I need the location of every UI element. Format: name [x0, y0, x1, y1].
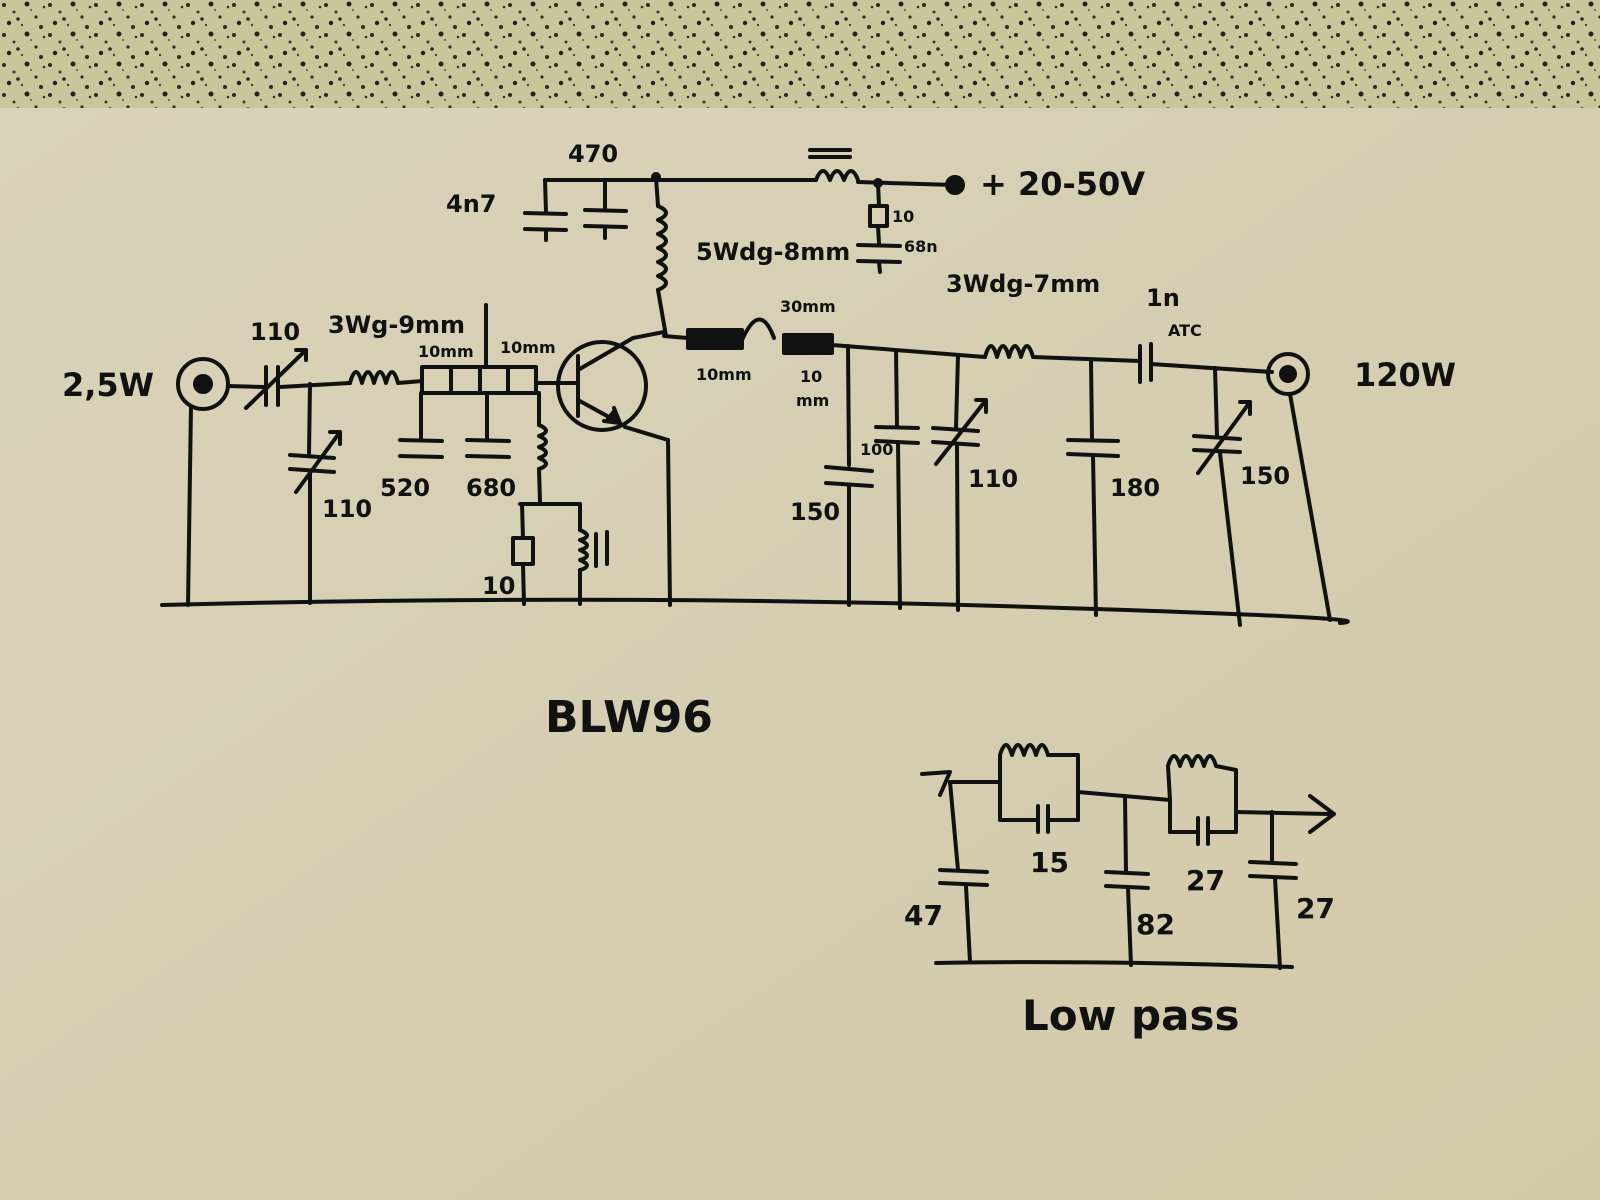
- capacitor-150: [824, 344, 874, 607]
- transistor-label: BLW96: [545, 692, 713, 743]
- input-connector: [176, 357, 230, 607]
- label-output-coil: 3Wdg-7mm: [946, 270, 1100, 298]
- label-dc-block-type: ATC: [1168, 321, 1202, 340]
- label-input-coil: 3Wg-9mm: [328, 311, 465, 339]
- label-collector-line-3-unit: mm: [796, 391, 829, 410]
- label-stripline-1: 10mm: [418, 342, 474, 361]
- label-cap-150: 150: [790, 498, 840, 526]
- input-power-label: 2,5W: [62, 366, 154, 404]
- label-trim-110: 110: [968, 465, 1018, 493]
- label-lowpass-c1: 47: [904, 899, 943, 932]
- base-bias-network: [511, 391, 609, 606]
- lowpass-title: Low pass: [1022, 991, 1239, 1040]
- granite-background: [0, 0, 1600, 125]
- label-input-trim-cap: 110: [322, 495, 372, 523]
- label-cap-100: 100: [860, 440, 893, 459]
- collector-trimmer-110: [931, 353, 988, 612]
- transistor-blw96: [534, 330, 672, 607]
- paper-sheet: [0, 108, 1600, 1200]
- input-wire: [226, 384, 266, 389]
- label-dc-block: 1n: [1146, 284, 1180, 312]
- capacitor-100: [874, 348, 920, 610]
- label-cap-680: 680: [466, 474, 516, 502]
- label-base-resistor: 10: [482, 572, 515, 600]
- output-power-label: 120W: [1354, 356, 1456, 394]
- input-shunt-trimmer: [288, 382, 342, 605]
- capacitor-520: [398, 391, 444, 459]
- label-lowpass-c2: 15: [1030, 846, 1069, 879]
- supply-network: [523, 148, 965, 338]
- label-collector-line-1: 10mm: [696, 365, 752, 384]
- output-connector: [1266, 352, 1332, 622]
- output-coil: [983, 344, 1142, 363]
- input-striplines: [420, 303, 538, 395]
- label-choke-coil: 5Wdg-8mm: [696, 238, 850, 266]
- label-supply-resistor: 10: [892, 207, 914, 226]
- label-lowpass-c5: 27: [1296, 892, 1335, 925]
- ground-rail: [160, 597, 1350, 625]
- label-stripline-2: 10mm: [500, 338, 556, 357]
- capacitor-180: [1066, 358, 1120, 617]
- label-supply-cap-4n7: 4n7: [446, 190, 496, 218]
- capacitor-680: [465, 391, 511, 459]
- input-series-trimmer: [244, 348, 308, 410]
- input-coil: [348, 370, 424, 385]
- lowpass-filter: [920, 743, 1336, 970]
- label-cap-180: 180: [1110, 474, 1160, 502]
- label-cap-520: 520: [380, 474, 430, 502]
- label-collector-line-3: 10: [800, 367, 822, 386]
- label-supply-cap-68n: 68n: [904, 237, 938, 256]
- label-supply-cap-470: 470: [568, 140, 618, 168]
- collector-striplines: [662, 317, 987, 359]
- label-input-series-cap: 110: [250, 318, 300, 346]
- supply-voltage-label: + 20-50V: [980, 165, 1145, 203]
- output-trimmer-150: [1192, 366, 1252, 627]
- label-lowpass-c4: 27: [1186, 864, 1225, 897]
- dc-block-capacitor: [1138, 342, 1274, 384]
- label-output-trim-150: 150: [1240, 462, 1290, 490]
- label-lowpass-c3: 82: [1136, 908, 1175, 941]
- label-collector-line-2: 30mm: [780, 297, 836, 316]
